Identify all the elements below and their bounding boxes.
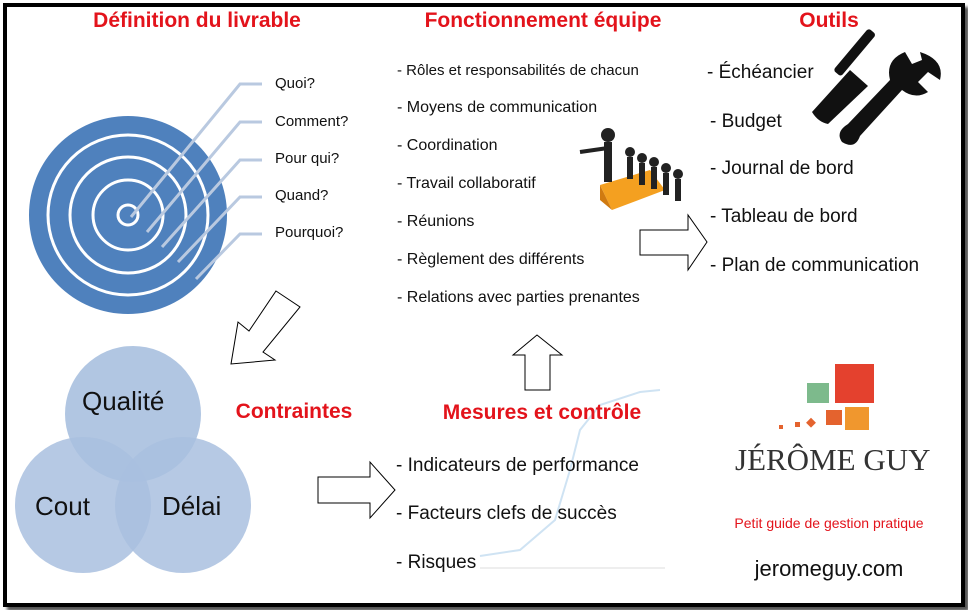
list-item: - Règlement des différents xyxy=(397,251,585,268)
list-item: - Journal de bord xyxy=(710,158,854,179)
title-outils: Outils xyxy=(799,9,859,32)
venn-label-qualite: Qualité xyxy=(82,386,165,416)
list-item: - Indicateurs de performance xyxy=(396,455,639,476)
title-definition: Définition du livrable xyxy=(93,9,301,32)
venn-label-cout: Cout xyxy=(35,491,90,521)
question: Pour qui? xyxy=(275,150,340,167)
question: Quand? xyxy=(275,187,329,204)
logo-name: JÉRÔME GUY xyxy=(735,442,931,477)
arrow-right-2 xyxy=(639,213,708,272)
list-item: - Plan de communication xyxy=(710,255,920,276)
arrow-up xyxy=(511,334,564,391)
arrow-down-left xyxy=(230,290,301,365)
question: Quoi? xyxy=(275,75,316,92)
frame-border xyxy=(3,3,965,607)
list-item: - Échéancier xyxy=(707,62,814,83)
title-mesures: Mesures et contrôle xyxy=(442,401,642,424)
list-item: - Rôles et responsabilités de chacun xyxy=(397,62,639,79)
question: Pourquoi? xyxy=(275,224,344,241)
venn-label-delai: Délai xyxy=(162,491,222,521)
list-item: - Budget xyxy=(710,111,782,132)
logo-mark xyxy=(779,364,874,430)
tools-icon xyxy=(812,29,941,145)
arrows xyxy=(230,213,708,520)
venn-diagram xyxy=(15,346,251,573)
target-icon xyxy=(29,82,262,314)
question: Comment? xyxy=(275,113,349,130)
title-fonctionnement: Fonctionnement équipe xyxy=(424,9,662,32)
list-item: - Travail collaboratif xyxy=(397,175,536,192)
logo-tagline: Petit guide de gestion pratique xyxy=(734,515,924,531)
team-icon xyxy=(579,128,683,210)
list-item: - Tableau de bord xyxy=(710,206,858,227)
list-item: - Moyens de communication xyxy=(397,99,598,116)
list-item: - Réunions xyxy=(397,213,475,230)
list-item: - Risques xyxy=(396,552,477,573)
title-contraintes: Contraintes xyxy=(235,400,353,423)
arrow-right-1 xyxy=(317,460,396,520)
trend-line xyxy=(479,389,661,557)
website-link[interactable]: jeromeguy.com xyxy=(754,556,904,581)
list-item: - Facteurs clefs de succès xyxy=(396,503,617,524)
list-item: - Coordination xyxy=(397,137,498,154)
list-item: - Relations avec parties prenantes xyxy=(397,289,640,306)
